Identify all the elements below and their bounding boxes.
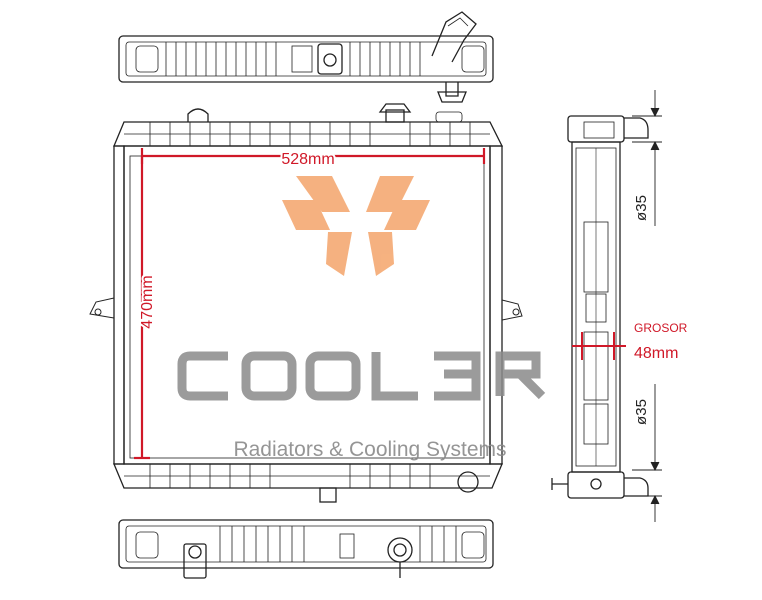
cool3r-wordmark	[177, 351, 546, 401]
thickness-value: 48mm	[634, 345, 678, 362]
front-view	[89, 103, 523, 503]
snowflake-logo	[282, 176, 430, 276]
outlet-diameter-label: ø35	[633, 399, 650, 425]
side-dimension-lines	[632, 90, 662, 522]
bottom-tank-view	[118, 519, 494, 579]
inlet-diameter-label: ø35	[633, 195, 650, 221]
top-tank-view	[118, 11, 494, 103]
front-bottom-tank	[113, 463, 503, 503]
front-top-tank	[113, 121, 504, 147]
height-dimension	[134, 156, 150, 460]
height-dimension-label: 470mm	[139, 275, 156, 328]
front-left-side-bracket	[113, 145, 125, 465]
thickness-label: GROSOR	[634, 321, 688, 335]
front-core-outer	[123, 145, 491, 465]
thickness-dimension	[572, 332, 626, 360]
watermark-tagline: Radiators & Cooling Systems	[233, 438, 506, 461]
front-right-side-bracket	[489, 145, 503, 465]
width-dimension-label: 528mm	[281, 151, 334, 168]
front-filler-neck	[187, 103, 463, 123]
top-inlet-pipe	[431, 11, 477, 63]
top-drain-fitting	[437, 82, 467, 103]
top-tank-ribs	[165, 42, 421, 76]
side-view	[551, 115, 649, 499]
front-mounting-brackets	[89, 297, 523, 321]
